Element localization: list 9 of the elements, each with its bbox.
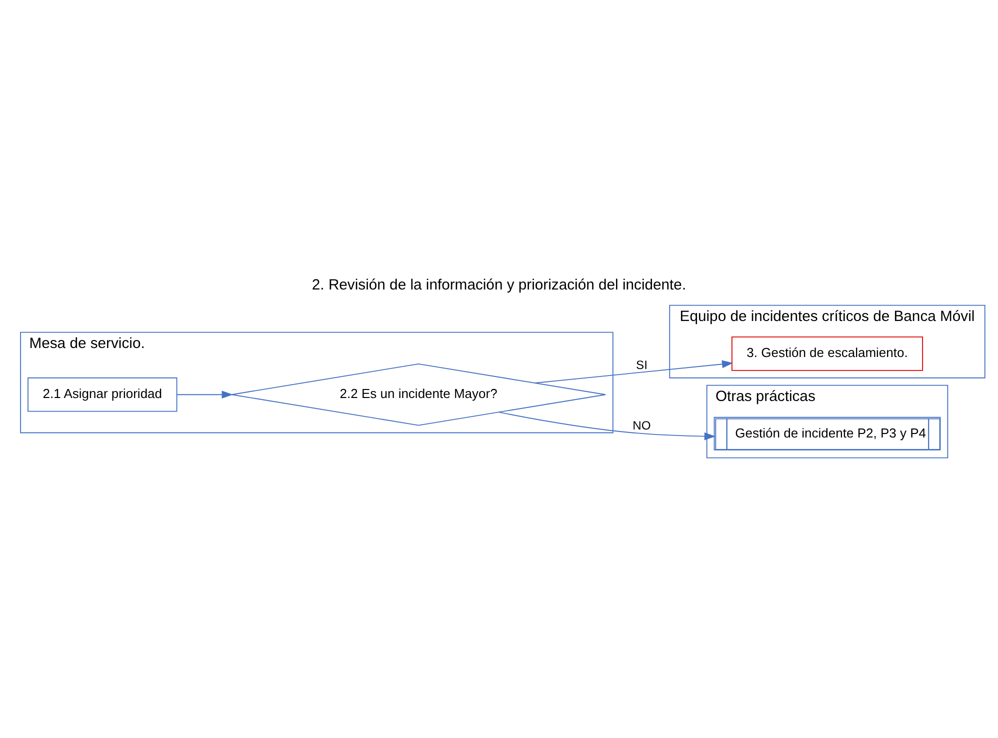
arrow xyxy=(534,360,734,383)
node-box: 2.1 Asignar prioridad xyxy=(28,376,178,412)
node-diamond: 2.2 Es un incidente Mayor? xyxy=(231,362,606,426)
diagram-title: 2. Revisión de la información y priorización del incidente. xyxy=(312,276,686,293)
arrow xyxy=(176,390,233,398)
node-box: 3. Gestión de escalamiento. xyxy=(731,336,924,370)
edge-label: NO xyxy=(632,418,651,432)
edge-label: SI xyxy=(636,357,648,372)
arrow xyxy=(498,411,716,440)
